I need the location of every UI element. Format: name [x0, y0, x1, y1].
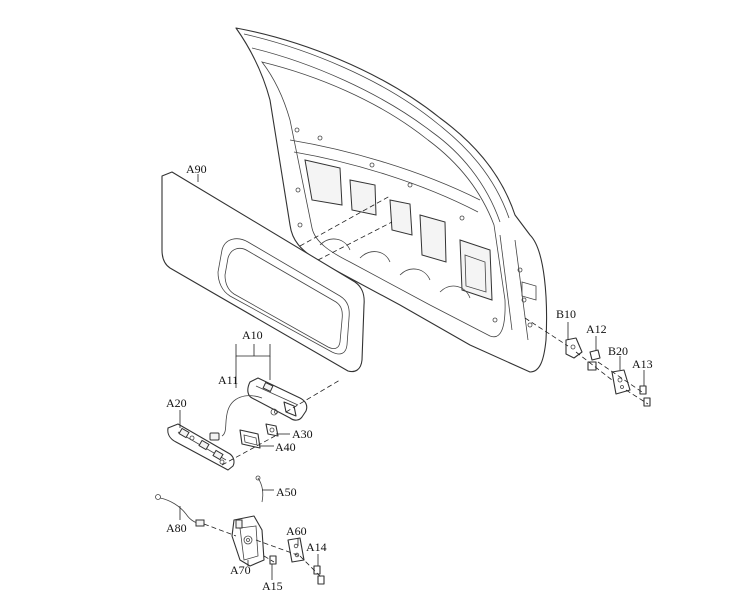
label-a40: A40	[275, 440, 296, 454]
label-b20: B20	[608, 344, 628, 358]
label-a80: A80	[166, 521, 187, 535]
cable-a11	[209, 395, 263, 441]
nut-a12	[587, 349, 601, 371]
gasket-a40	[239, 429, 261, 449]
label-a12: A12	[586, 322, 607, 336]
striker-a60	[287, 537, 305, 563]
label-a11: A11	[218, 373, 238, 387]
bracket-b20	[611, 369, 631, 395]
trim-sheet-a90	[161, 171, 365, 373]
cable-a80	[155, 494, 205, 527]
assembly-lines	[203, 195, 649, 579]
latch-a70	[231, 515, 265, 567]
screw-a15	[269, 555, 277, 565]
label-a20: A20	[166, 396, 187, 410]
label-a13: A13	[632, 357, 653, 371]
outer-handle-a10	[247, 377, 308, 421]
rod-a50	[255, 475, 264, 503]
label-b10: B10	[556, 307, 576, 321]
bolt-a13	[639, 385, 651, 407]
label-a15: A15	[262, 579, 283, 593]
label-a10: A10	[242, 328, 263, 342]
bezel-a30	[265, 423, 279, 437]
label-a14: A14	[306, 540, 327, 554]
bracket-b10	[565, 337, 583, 359]
label-a70: A70	[230, 563, 251, 577]
label-a90: A90	[186, 162, 207, 176]
label-a60: A60	[286, 524, 307, 538]
leader-lines	[179, 174, 645, 580]
handle-frame-a20	[167, 423, 235, 471]
label-a30: A30	[292, 427, 313, 441]
label-a50: A50	[276, 485, 297, 499]
door-panel	[235, 27, 548, 373]
